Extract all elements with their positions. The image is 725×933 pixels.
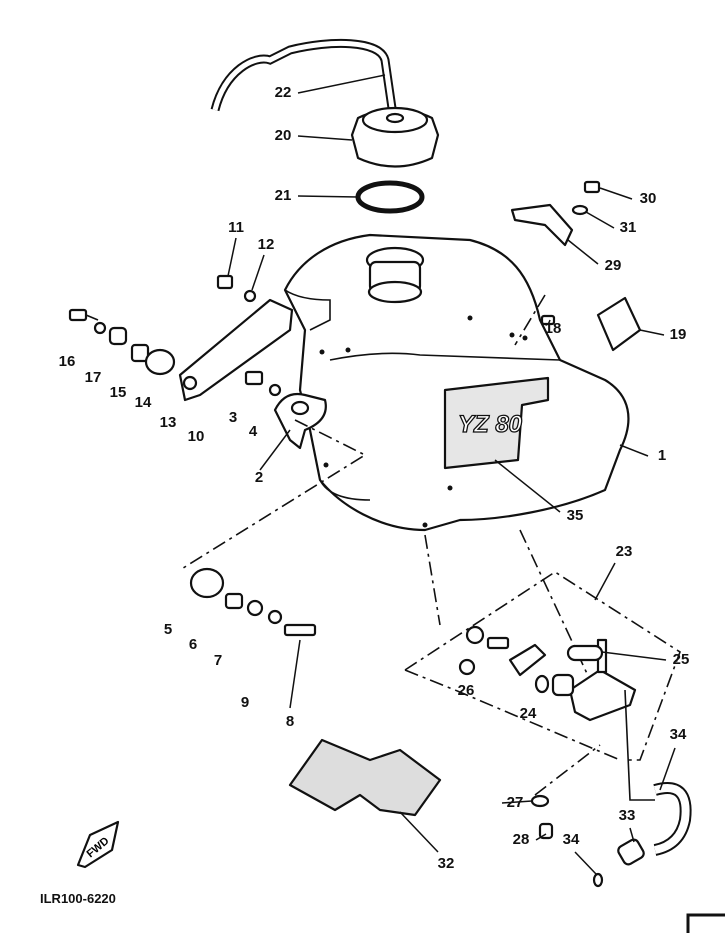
part-label: 27 [507, 794, 524, 811]
part-label: 34 [670, 726, 687, 743]
part-label: 16 [59, 353, 76, 370]
part-label: 1 [658, 447, 666, 464]
part-label: 32 [438, 855, 455, 872]
bolt [583, 180, 601, 194]
part-label: 3 [229, 409, 237, 426]
seat-sponge [288, 738, 442, 817]
part-label: 10 [188, 428, 205, 445]
part-label: 26 [458, 682, 475, 699]
fuel-cock [458, 625, 637, 722]
mounting-plate [178, 298, 294, 402]
part-label: 13 [160, 414, 177, 431]
part-label: 22 [275, 84, 292, 101]
part-label: 2 [255, 469, 263, 486]
fuel-cap [350, 106, 440, 168]
leader-lines [227, 74, 676, 875]
part-label: 17 [85, 369, 102, 386]
tank-decal-text: YZ 80 [458, 411, 523, 438]
part-label: 28 [513, 831, 530, 848]
part-label: 34 [563, 831, 580, 848]
part-label: 33 [619, 807, 636, 824]
part-label: 12 [258, 236, 275, 253]
part-label: 8 [286, 713, 294, 730]
cap-gasket [355, 180, 425, 214]
part-label: 29 [605, 257, 622, 274]
fuel-cock-gasket [566, 644, 604, 662]
part-label: 5 [164, 621, 172, 638]
part-label: 31 [620, 219, 637, 236]
part-label: 18 [545, 320, 562, 337]
part-label: 35 [567, 507, 584, 524]
part-label: 11 [228, 219, 244, 236]
part-number-labels: 1 2 3 4 5 6 7 8 9 10 11 12 13 14 15 16 1… [59, 84, 690, 872]
part-label: 6 [189, 636, 197, 653]
part-label: 30 [640, 190, 657, 207]
part-label: 15 [110, 384, 127, 401]
tank-decal [443, 376, 550, 470]
fwd-arrow-marker: FWD [76, 820, 120, 869]
fuel-tank-emblem-plate [596, 296, 642, 352]
part-label: 4 [249, 423, 258, 440]
part-label: 7 [214, 652, 222, 669]
part-label: 14 [135, 394, 152, 411]
part-label: 23 [616, 543, 633, 560]
part-label: 24 [520, 705, 537, 722]
part-label: 21 [275, 187, 292, 204]
part-label: 25 [673, 651, 690, 668]
part-label: 19 [670, 326, 687, 343]
fuel-tank: YZ 80 [283, 233, 630, 532]
fuel-cock-group-outline [404, 571, 681, 761]
part-label: 9 [241, 694, 249, 711]
tank-bracket [510, 203, 574, 247]
part-label: 20 [275, 127, 292, 144]
diagram-code: ILR100-6220 [40, 891, 116, 906]
tank-mount-bracket [273, 392, 327, 450]
